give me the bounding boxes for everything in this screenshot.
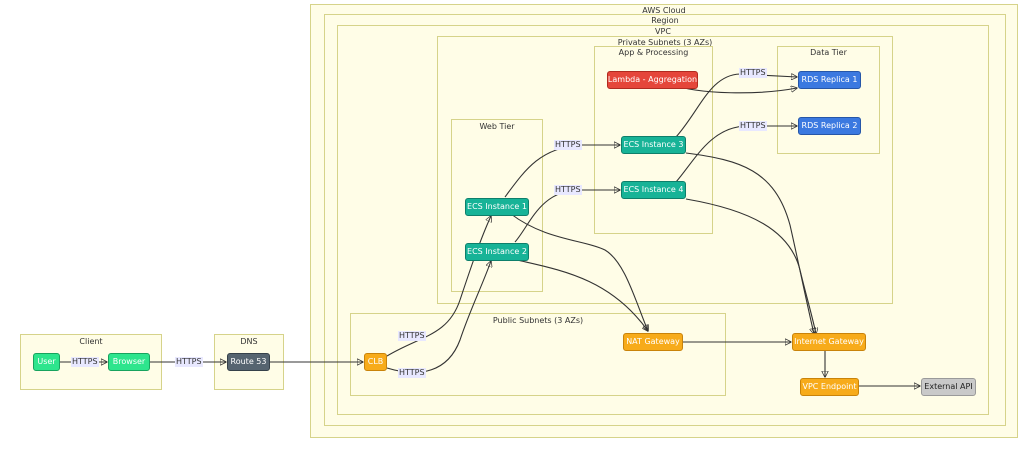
ecs-instance-4-node[interactable]: ECS Instance 4 (621, 181, 686, 199)
clb-node[interactable]: CLB (364, 353, 387, 371)
data-tier-title: Data Tier (810, 48, 847, 57)
lambda-aggregation-node[interactable]: Lambda - Aggregation (607, 71, 698, 89)
browser-node[interactable]: Browser (108, 353, 150, 371)
ecs-instance-2-node[interactable]: ECS Instance 2 (465, 243, 529, 261)
vpc-endpoint-node[interactable]: VPC Endpoint (800, 378, 859, 396)
vpc-title: VPC (655, 27, 671, 36)
client-title: Client (79, 337, 103, 346)
edge-label-ecs3-rds1: HTTPS (739, 68, 767, 78)
aws-cloud-title: AWS Cloud (642, 6, 686, 15)
data-tier-group: Data Tier (777, 46, 880, 154)
region-title: Region (651, 16, 679, 25)
ecs-instance-3-node[interactable]: ECS Instance 3 (621, 136, 686, 154)
edge-label-ecs1-ecs3: HTTPS (554, 140, 582, 150)
edge-label-clb-ecs1: HTTPS (398, 331, 426, 341)
private-subnets-title: Private Subnets (3 AZs) (617, 38, 713, 47)
edge-label-clb-ecs2: HTTPS (398, 368, 426, 378)
nat-gateway-node[interactable]: NAT Gateway (623, 333, 683, 351)
rds-replica-2-node[interactable]: RDS Replica 2 (798, 117, 861, 135)
route53-node[interactable]: Route 53 (227, 353, 270, 371)
public-subnets-title: Public Subnets (3 AZs) (492, 316, 584, 325)
web-tier-title: Web Tier (479, 122, 515, 131)
edge-label-ecs2-ecs4: HTTPS (554, 185, 582, 195)
dns-title: DNS (240, 337, 258, 346)
internet-gateway-node[interactable]: Internet Gateway (792, 333, 866, 351)
external-api-node[interactable]: External API (921, 378, 976, 396)
public-subnets-group: Public Subnets (3 AZs) (350, 313, 726, 396)
edge-label-ecs4-rds2: HTTPS (739, 121, 767, 131)
app-processing-title: App & Processing (618, 48, 689, 57)
edge-label-browser-route53: HTTPS (175, 357, 203, 367)
ecs-instance-1-node[interactable]: ECS Instance 1 (465, 198, 529, 216)
user-node[interactable]: User (33, 353, 60, 371)
rds-replica-1-node[interactable]: RDS Replica 1 (798, 71, 861, 89)
edge-label-user-browser: HTTPS (71, 357, 99, 367)
